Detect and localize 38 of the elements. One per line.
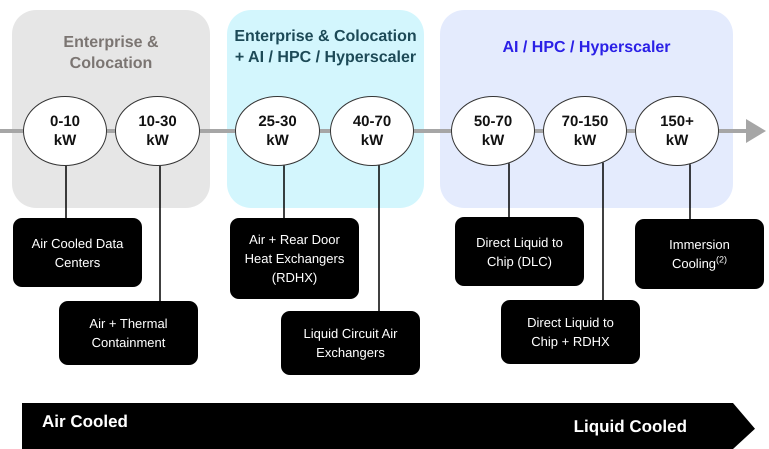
connector-line <box>535 129 543 133</box>
cooling-method-box: Air + Rear Door Heat Exchangers (RDHX) <box>230 218 359 299</box>
connector-line <box>378 166 380 311</box>
connector-line <box>627 129 635 133</box>
connector-line <box>65 166 67 218</box>
category-panel <box>227 10 424 208</box>
cooling-method-box: Liquid Circuit Air Exchangers <box>281 311 420 375</box>
banner-label: Liquid Cooled <box>574 417 687 437</box>
power-density-circle: 70-150 kW <box>543 96 627 166</box>
timeline-arrow <box>719 119 766 143</box>
panel-title: AI / HPC / Hyperscaler <box>501 38 672 58</box>
cooling-method-box: Direct Liquid to Chip + RDHX <box>501 300 640 364</box>
power-density-circle: 0-10 kW <box>23 96 107 166</box>
connector-line <box>508 163 510 217</box>
connector-line <box>602 162 604 300</box>
connector-line <box>107 129 115 133</box>
power-density-circle: 50-70 kW <box>451 96 535 166</box>
category-panel <box>440 10 733 208</box>
connector-line <box>200 129 235 133</box>
panel-title: Enterprise & Colocation <box>62 33 160 74</box>
cooling-method-box: Air Cooled Data Centers <box>13 218 142 287</box>
connector-line <box>283 166 285 218</box>
power-density-circle: 40-70 kW <box>330 96 414 166</box>
cooling-method-box: Direct Liquid to Chip (DLC) <box>455 217 584 286</box>
cooling-method-box: Air + Thermal Containment <box>59 301 198 365</box>
panel-title: Enterprise & Colocation + AI / HPC / Hyperscaler <box>233 27 418 68</box>
power-density-circle: 25-30 kW <box>235 96 320 166</box>
connector-line <box>689 164 691 219</box>
power-density-circle: 10-30 kW <box>115 96 200 166</box>
connector-line <box>414 129 451 133</box>
connector-line <box>0 129 23 133</box>
power-density-circle: 150+ kW <box>635 96 719 166</box>
connector-line <box>320 129 330 133</box>
cooling-method-box: Immersion Cooling$^{(2)}$ <box>635 219 764 289</box>
category-panel <box>12 10 210 208</box>
banner-label: Air Cooled <box>42 412 128 432</box>
direction-banner <box>22 403 755 449</box>
connector-line <box>159 166 161 301</box>
